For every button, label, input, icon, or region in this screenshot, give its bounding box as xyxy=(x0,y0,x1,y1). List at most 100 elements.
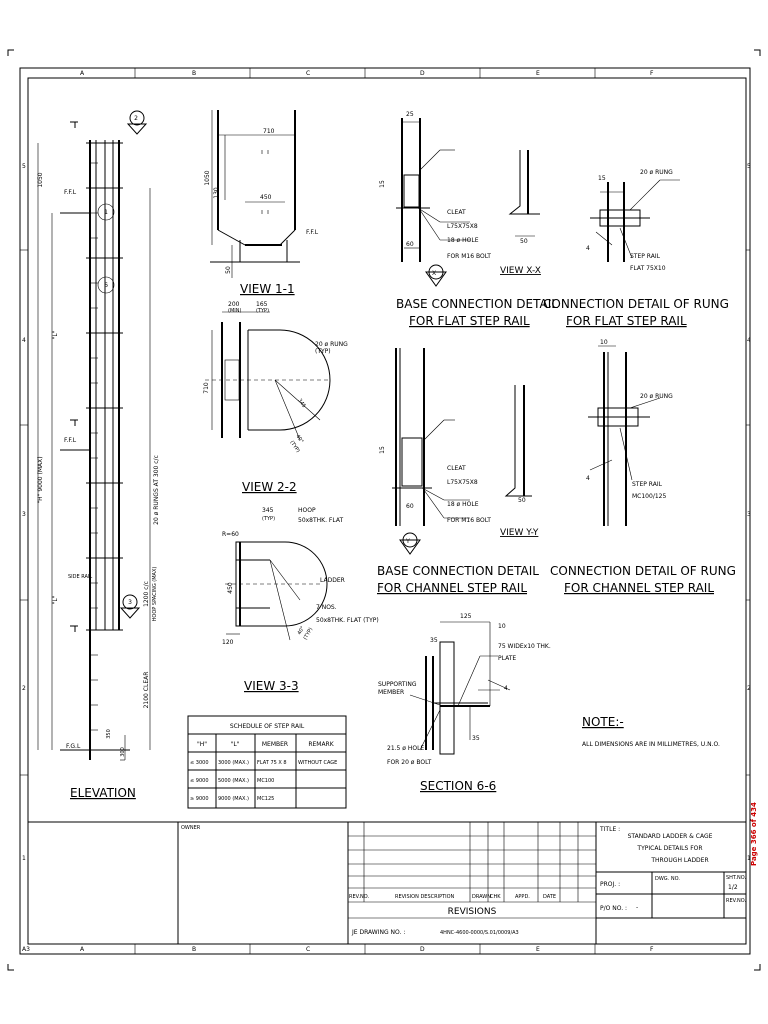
rev-header-drawn: DRAWN xyxy=(472,894,491,900)
view22-dim-200: 200 xyxy=(228,301,240,308)
drawing-title-3: THROUGH LADDER xyxy=(650,857,708,864)
view22-dim-ang: 40° xyxy=(294,434,304,445)
rev-header-chk: CHK xyxy=(490,894,501,900)
sec66-plate-2: PLATE xyxy=(498,655,516,662)
view33-dim-345-note: (TYP) xyxy=(262,516,275,522)
view22-dim-165: 165 xyxy=(256,301,268,308)
baseflat-title-1: BASE CONNECTION DETAIL xyxy=(396,297,558,311)
view33-dim-ang-note: (TYP) xyxy=(303,627,315,641)
elevation-dim-l-upper: "L" xyxy=(52,330,59,339)
rungflat-dim-15: 15 xyxy=(598,175,606,182)
view33-dim-345: 345 xyxy=(262,507,274,514)
elevation-fgl: F.G.L xyxy=(66,743,81,750)
schedule-r2-l: 5000 (MAX.) xyxy=(218,778,249,784)
rungflat-title-1: CONNECTION DETAIL OF RUNG xyxy=(543,297,729,311)
view11-dim-130: 130 xyxy=(213,187,220,199)
view-3-3 xyxy=(225,541,328,641)
view-3-3-labels: 345 (TYP) HOOP 50x8THK. FLAT R=60 LADDER… xyxy=(222,507,379,693)
elevation-labels: 2 1 6 3 F.F.L F.F.L F.G.L SIDE RAIL 1050… xyxy=(37,115,160,800)
revisions-label: REVISIONS xyxy=(448,907,497,917)
view22-dim-345: 345 xyxy=(296,398,306,409)
zone-col-f: F xyxy=(650,70,654,77)
rungchan-dim-10: 10 xyxy=(600,339,608,346)
base-connection-flat-detail xyxy=(396,118,540,287)
dwg-no-label: DWG. NO. xyxy=(655,876,680,882)
basechan-view-yy: VIEW Y-Y xyxy=(500,528,539,538)
rungchan-rung: 20 ø RUNG xyxy=(640,393,673,400)
sec66-dim-10: 10 xyxy=(498,623,506,630)
view33-dim-ang: 40° xyxy=(297,625,307,636)
rungflat-weld: 4 xyxy=(586,245,590,252)
basechan-bolt: FOR M16 BOLT xyxy=(447,517,491,524)
general-note: NOTE:- ALL DIMENSIONS ARE IN MILLIMETRES… xyxy=(582,715,720,748)
title-block-labels: OWNER TITLE : STANDARD LADDER & CAGE TYP… xyxy=(181,802,758,936)
view33-r60: R=60 xyxy=(222,531,239,538)
basechan-marker-y: Y xyxy=(405,538,410,545)
schedule-r3-h: ≥ 9000 xyxy=(190,796,209,802)
note-text: ALL DIMENSIONS ARE IN MILLIMETRES, U.N.O… xyxy=(582,741,720,748)
elevation-dim-1050: 1050 xyxy=(37,172,44,187)
zone-col-c: C xyxy=(306,70,310,77)
view33-ladder: LADDER xyxy=(320,577,345,584)
view33-dim-450: 450 xyxy=(227,582,234,594)
elevation-dim-l-lower: "L" xyxy=(52,595,59,604)
sec66-dim-35b: 35 xyxy=(472,735,480,742)
sht-no-value: 1/2 xyxy=(728,884,738,891)
zone-col-e-bottom: E xyxy=(536,946,540,953)
schedule-r1-member: FLAT 75 X 8 xyxy=(257,760,287,766)
baseflat-marker-x: X xyxy=(432,270,436,277)
proj-label: PROJ. : xyxy=(600,881,620,888)
view-2-2 xyxy=(205,311,331,441)
crop-marks xyxy=(7,49,761,971)
elevation-rungs xyxy=(90,162,98,731)
elevation-dim-350: 350 xyxy=(106,729,112,739)
zone-row-1-right: 1 xyxy=(747,855,751,862)
rungchan-weld: 4 xyxy=(586,475,590,482)
basechan-dim-60: 60 xyxy=(406,503,414,510)
rungchan-title-1: CONNECTION DETAIL OF RUNG xyxy=(550,564,736,578)
view33-title: VIEW 3-3 xyxy=(244,679,299,693)
po-no-label: P/O NO. : xyxy=(600,905,627,912)
view-1-1 xyxy=(210,110,300,278)
marker-2-label: 2 xyxy=(134,115,138,122)
zone-col-f-bottom: F xyxy=(650,946,654,953)
view22-title: VIEW 2-2 xyxy=(242,480,297,494)
elevation-dim-h: "H" 9000 (MAX) xyxy=(37,456,44,503)
owner-label: OWNER xyxy=(181,825,201,831)
elevation-dim-hoop: 1200 c/c xyxy=(143,581,150,607)
rev-no-label: REV.NO. xyxy=(726,898,746,904)
baseflat-dim-50: 50 xyxy=(520,238,528,245)
schedule-header-member: MEMBER xyxy=(262,741,288,748)
baseflat-dim-25: 25 xyxy=(406,111,414,118)
view11-dim-710: 710 xyxy=(263,128,275,135)
sec66-weld: 4 xyxy=(504,685,508,692)
schedule-r2-member: MC100 xyxy=(257,778,274,784)
elevation-dim-clear: 2100 CLEAR xyxy=(143,672,150,709)
view22-dim-710: 710 xyxy=(203,382,210,394)
zone-col-a-bottom: A xyxy=(80,946,85,953)
outer-border xyxy=(19,67,751,955)
sec66-plate: 75 WIDEx10 THK. xyxy=(498,643,551,650)
elevation-view xyxy=(37,110,151,761)
marker-6-label: 6 xyxy=(104,282,108,289)
view11-dim-1050: 1050 xyxy=(204,170,211,185)
rungflat-rail-size: FLAT 75X10 xyxy=(630,265,666,272)
elevation-ffl-lower: F.F.L xyxy=(64,437,77,444)
zone-row-1: 1 xyxy=(22,855,26,862)
schedule-r3-l: 9000 (MAX.) xyxy=(218,796,249,802)
basechan-cleat-size: L75X75X8 xyxy=(447,479,478,486)
schedule-r1-h: ≤ 3000 xyxy=(190,760,209,766)
rev-header-desc: REVISION DESCRIPTION xyxy=(395,894,455,900)
note-title: NOTE:- xyxy=(582,715,624,729)
zone-row-4-right: 4 xyxy=(747,337,751,344)
baseflat-title-2: FOR FLAT STEP RAIL xyxy=(409,314,530,328)
schedule-r1-l: 3000 (MAX.) xyxy=(218,760,249,766)
baseflat-dim-15: 15 xyxy=(379,180,386,188)
marker-3-label: 3 xyxy=(128,599,132,606)
rungchan-rail-size: MC100/125 xyxy=(632,493,666,500)
schedule-header-l: "L" xyxy=(231,741,240,748)
drawing-title-1: STANDARD LADDER & CAGE xyxy=(628,833,713,840)
rung-connection-flat-labels: 15 20 ø RUNG 4 STEP RAIL FLAT 75X10 CONN… xyxy=(543,169,729,328)
rung-connection-channel-detail xyxy=(588,345,661,526)
elevation-hoops xyxy=(86,142,123,631)
